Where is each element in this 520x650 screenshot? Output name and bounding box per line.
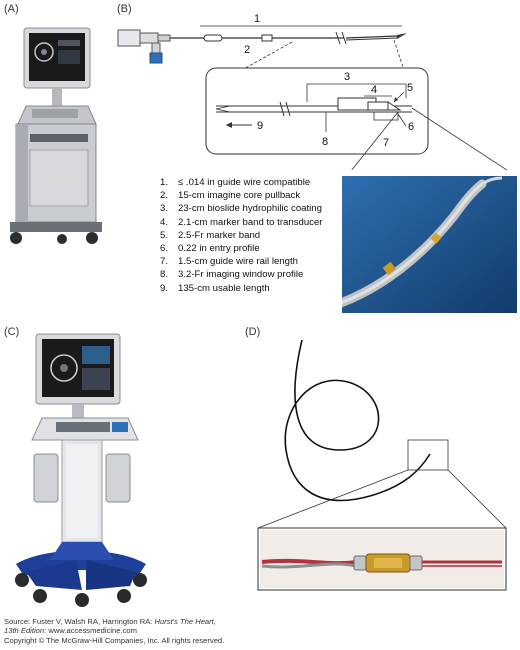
legend-item: 9.135-cm usable length [160, 282, 270, 294]
legend-item: 4.2.1-cm marker band to transducer [160, 216, 323, 228]
legend-item: 5.2.5-Fr marker band [160, 229, 261, 241]
panel-label-b: (B) [117, 3, 132, 15]
diagram-num-9: 9 [257, 120, 263, 132]
ivus-console-photo-a [10, 27, 102, 244]
legend-item: 2.15-cm imagine core pullback [160, 190, 301, 202]
legend-item: 6.0.22 in entry profile [160, 243, 260, 255]
diagram-num-3: 3 [344, 71, 350, 83]
legend-item: 7.1.5-cm guide wire rail length [160, 256, 298, 268]
zoom-box [407, 439, 449, 471]
catheter-spec-legend: 1.≤ .014 in guide wire compatible 2.15-c… [160, 176, 323, 295]
catheter-hub [117, 29, 141, 47]
catheter-diagram-b: 1 2 3 4 5 6 7 8 9 [117, 13, 508, 170]
diagram-num-8: 8 [322, 136, 328, 148]
diagram-num-5: 5 [407, 82, 413, 94]
coiled-catheter-diagram-d [257, 339, 507, 591]
diagram-num-6: 6 [408, 121, 414, 133]
panel-label-a: (A) [4, 3, 19, 15]
diagram-num-1: 1 [254, 13, 260, 25]
legend-item: 3.23-cm bioslide hydrophilic coating [160, 203, 322, 215]
copyright-line: Copyright © The McGraw-Hill Companies, I… [4, 635, 225, 645]
panel-label-d: (D) [245, 326, 261, 338]
coiled-catheter [284, 339, 431, 502]
edition-line: 13th Edition: www.accessmedicine.com [4, 626, 137, 636]
catheter-tip-photo [342, 176, 517, 313]
ivus-system-photo-c [15, 333, 147, 607]
diagram-num-7: 7 [383, 137, 389, 149]
panel-label-c: (C) [4, 326, 20, 338]
diagram-num-4: 4 [371, 84, 377, 96]
diagram-num-2: 2 [244, 44, 250, 56]
catheter-tip-detail-box [205, 67, 429, 155]
legend-item: 1.≤ .014 in guide wire compatible [160, 177, 311, 188]
source-line: Source: Fuster V, Walsh RA, Harrington R… [4, 617, 216, 626]
legend-item: 8.3.2-Fr imaging window profile [160, 269, 304, 281]
source-footer: Source: Fuster V, Walsh RA, Harrington R… [4, 617, 224, 645]
